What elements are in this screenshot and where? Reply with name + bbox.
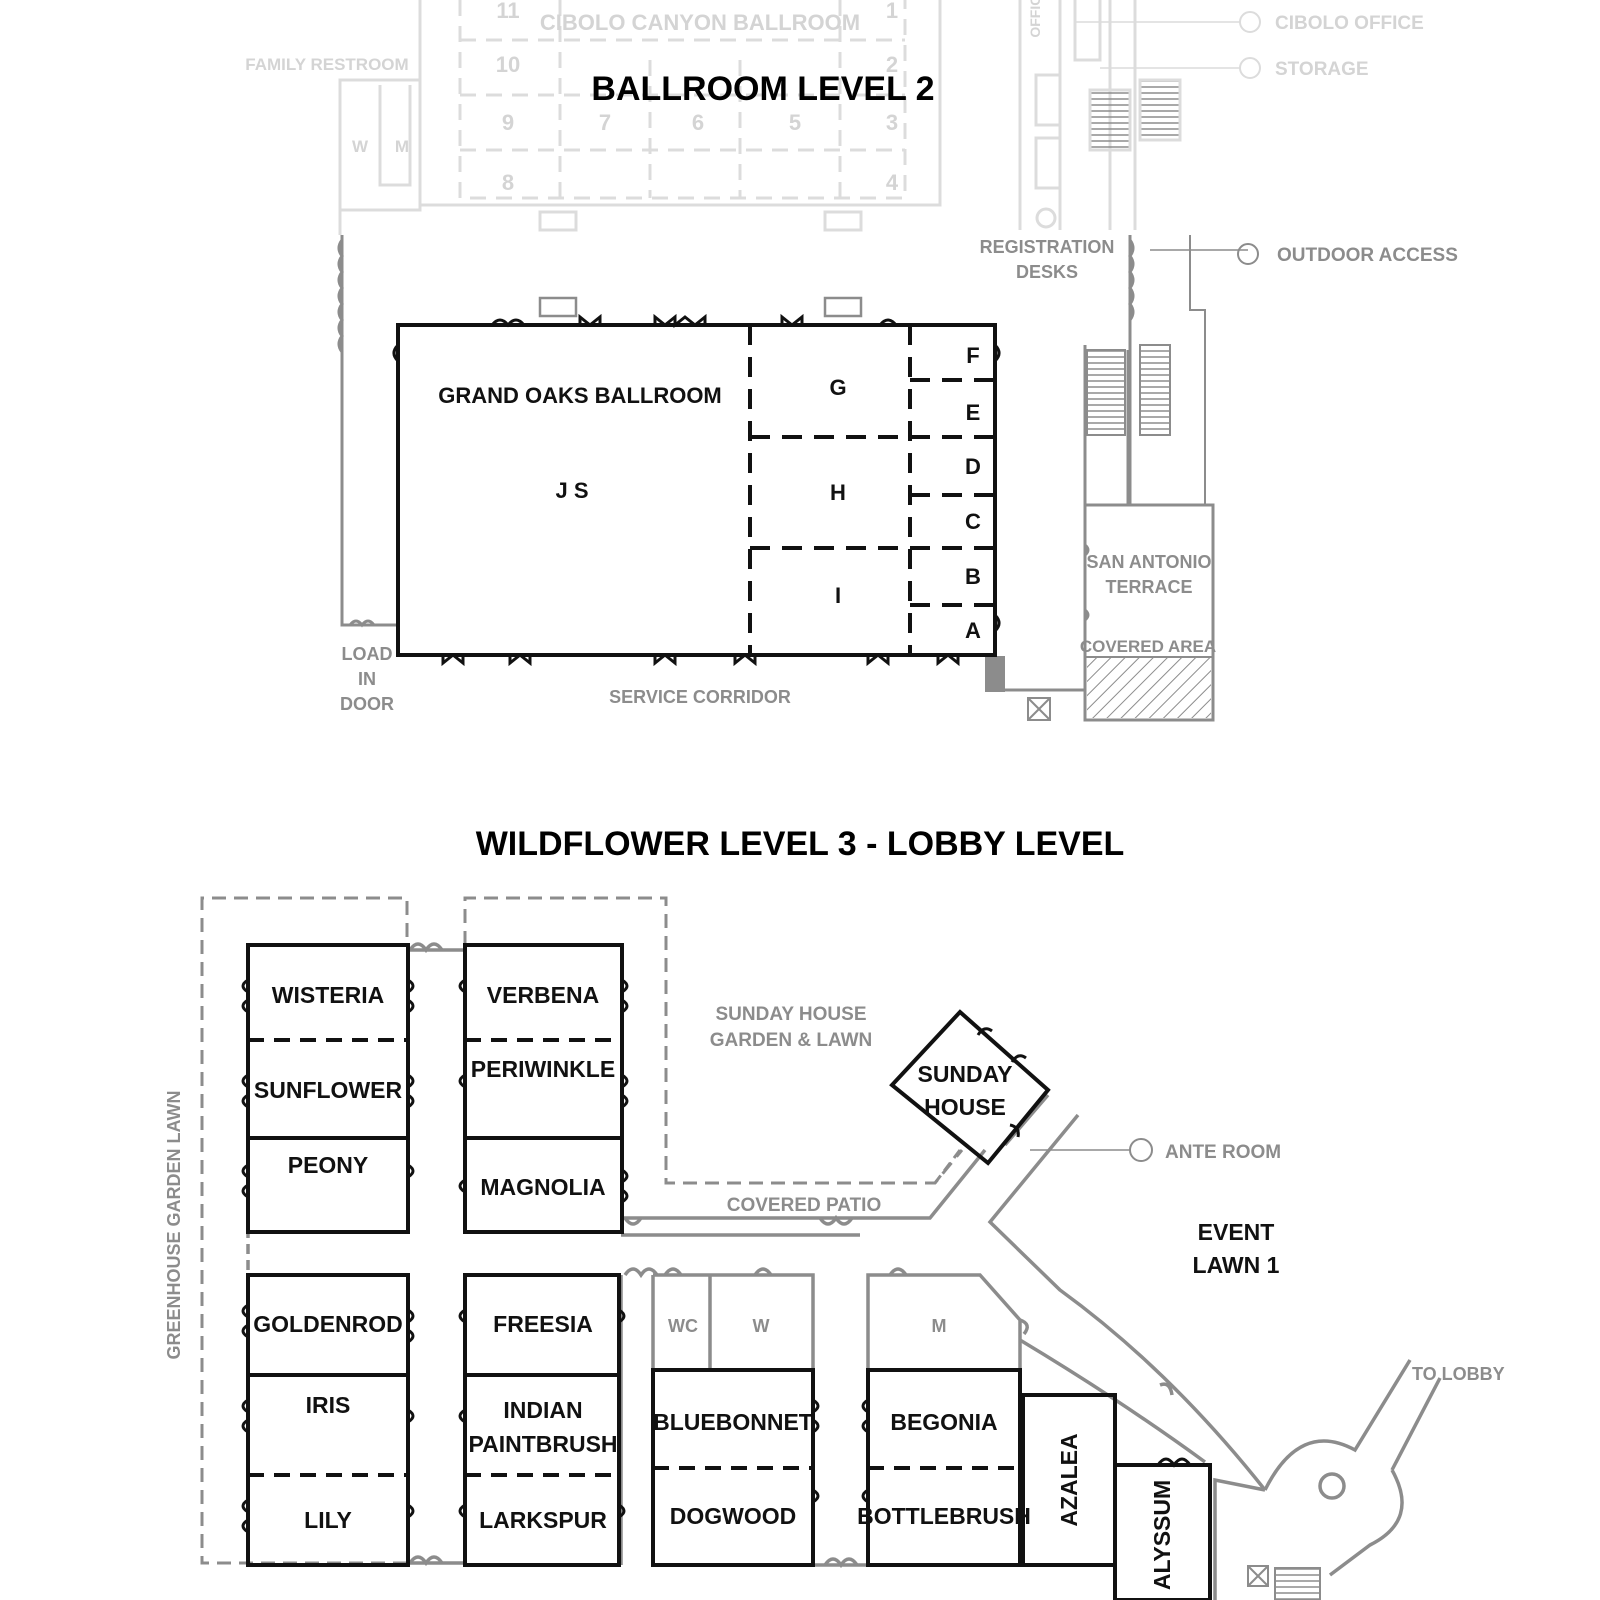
larkspur-label: LARKSPUR xyxy=(479,1507,607,1533)
ante-room-label: ANTE ROOM xyxy=(1165,1142,1281,1163)
grand-oaks-ballroom[interactable] xyxy=(392,296,1001,667)
terrace-label-line2: TERRACE xyxy=(1105,577,1192,597)
level-3-title: WILDFLOWER LEVEL 3 - LOBBY LEVEL xyxy=(476,825,1125,863)
cibolo-office-callout: CIBOLO OFFICE xyxy=(1275,13,1424,34)
section-f-label: F xyxy=(966,343,979,368)
sunday-house-path xyxy=(933,1149,962,1184)
restroom-m-label: M xyxy=(932,1316,947,1336)
wildflower-rooms[interactable] xyxy=(241,943,1212,1600)
begonia-label: BEGONIA xyxy=(890,1409,997,1435)
load-in-door-line3: DOOR xyxy=(340,694,394,714)
to-lobby-label: TO LOBBY xyxy=(1412,1364,1505,1384)
alyssum-label: ALYSSUM xyxy=(1149,1480,1175,1590)
event-lawn-line2: LAWN 1 xyxy=(1193,1252,1280,1278)
section-9-label: 9 xyxy=(502,110,514,135)
indian-paintbrush-label-line1: INDIAN xyxy=(503,1397,582,1423)
load-in-door-line2: IN xyxy=(358,669,376,689)
grand-oaks-ballroom-label: GRAND OAKS BALLROOM xyxy=(438,383,722,408)
indian-paintbrush-label-line2: PAINTBRUSH xyxy=(468,1431,617,1457)
section-c-label: C xyxy=(965,509,981,534)
level2-area-labels: REGISTRATION DESKS OUTDOOR ACCESS SAN AN… xyxy=(340,237,1458,714)
cibolo-canyon-ballroom-faded xyxy=(338,0,1261,235)
periwinkle-label: PERIWINKLE xyxy=(471,1056,615,1082)
verbena-label: VERBENA xyxy=(487,982,599,1008)
peony-label: PEONY xyxy=(288,1152,369,1178)
upper-ballroom-labels: CIBOLO CANYON BALLROOM FAMILY RESTROOM W… xyxy=(245,0,1424,195)
storage-callout: STORAGE xyxy=(1275,59,1369,80)
sunday-house-label-line1: SUNDAY xyxy=(917,1061,1012,1087)
section-11-label: 11 xyxy=(496,0,519,23)
section-8-label: 8 xyxy=(502,170,514,195)
goldenrod-label: GOLDENROD xyxy=(253,1311,403,1337)
registration-desks-line2: DESKS xyxy=(1016,262,1078,282)
greenhouse-garden-lawn-label: GREENHOUSE GARDEN LAWN xyxy=(164,1090,184,1359)
registration-desks-line1: REGISTRATION xyxy=(980,237,1115,257)
family-restroom-label: FAMILY RESTROOM xyxy=(245,55,408,74)
section-10-label: 10 xyxy=(496,52,520,77)
load-in-door-line1: LOAD xyxy=(342,644,393,664)
bluebonnet-label: BLUEBONNET xyxy=(653,1409,813,1435)
covered-area-label: COVERED AREA xyxy=(1080,637,1216,656)
cibolo-canyon-ballroom-label: CIBOLO CANYON BALLROOM xyxy=(540,10,860,35)
section-e-label: E xyxy=(966,400,981,425)
bottlebrush-label: BOTTLEBRUSH xyxy=(857,1503,1031,1529)
event-lawn-line1: EVENT xyxy=(1198,1219,1275,1245)
level3-area-labels: WC W M SUNDAY HOUSE GARDEN & LAWN COVERE… xyxy=(164,1004,1505,1384)
level2-room-labels: GRAND OAKS BALLROOM J S G H I F E D C B … xyxy=(438,343,981,643)
section-g-label: G xyxy=(829,375,846,400)
iris-label: IRIS xyxy=(306,1392,351,1418)
level3-room-labels: WISTERIA SUNFLOWER PEONY VERBENA PERIWIN… xyxy=(253,982,1175,1590)
azalea-label: AZALEA xyxy=(1056,1433,1082,1526)
section-7-label: 7 xyxy=(599,110,611,135)
section-d-label: D xyxy=(965,454,981,479)
section-b-label: B xyxy=(965,564,981,589)
sunflower-label: SUNFLOWER xyxy=(254,1077,403,1103)
wisteria-label: WISTERIA xyxy=(272,982,384,1008)
section-a-label: A xyxy=(965,618,981,643)
covered-patio-label: COVERED PATIO xyxy=(727,1195,881,1216)
section-i-label: I xyxy=(835,583,841,608)
sunday-house-label-line2: HOUSE xyxy=(924,1094,1006,1120)
level3-gray-structure xyxy=(246,942,1442,1600)
terrace-label-line1: SAN ANTONIO xyxy=(1086,552,1211,572)
outdoor-access-label: OUTDOOR ACCESS xyxy=(1277,245,1458,266)
section-3-label: 3 xyxy=(886,110,898,135)
section-4-label: 4 xyxy=(886,170,899,195)
section-2-label: 2 xyxy=(886,52,898,77)
restroom-w-label: W xyxy=(753,1316,770,1336)
restroom-wc-label: WC xyxy=(668,1316,698,1336)
dogwood-label: DOGWOOD xyxy=(670,1503,797,1529)
service-corridor-label: SERVICE CORRIDOR xyxy=(609,687,791,707)
office-label: OFFICE xyxy=(1027,0,1043,38)
sunday-house-garden-line2: GARDEN & LAWN xyxy=(710,1030,873,1051)
section-5-label: 5 xyxy=(789,110,801,135)
sunday-house-garden-line1: SUNDAY HOUSE xyxy=(716,1004,867,1025)
freesia-label: FREESIA xyxy=(493,1311,593,1337)
level2-gray-structure xyxy=(337,235,1259,722)
level-2-title: BALLROOM LEVEL 2 xyxy=(591,70,934,108)
lily-label: LILY xyxy=(304,1507,352,1533)
corner-column xyxy=(985,656,1005,692)
restroom-w-label: W xyxy=(352,137,369,156)
section-6-label: 6 xyxy=(692,110,704,135)
restroom-m-label: M xyxy=(395,137,409,156)
section-h-label: H xyxy=(830,480,846,505)
section-1-label: 1 xyxy=(886,0,898,23)
section-js-label: J S xyxy=(555,478,588,503)
magnolia-label: MAGNOLIA xyxy=(480,1174,605,1200)
